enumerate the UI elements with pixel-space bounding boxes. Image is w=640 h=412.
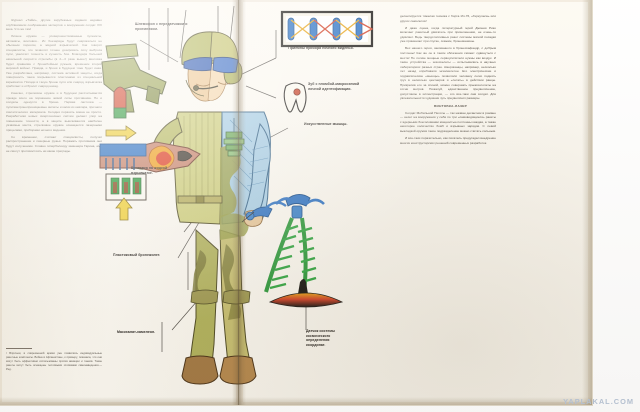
rifle-scope [105,43,139,59]
camo-overlay [220,145,241,218]
label-gps-sensor: Датчик системы космического определения … [306,329,335,347]
footnote-rule [6,348,32,349]
liquid-cells [110,177,142,195]
paragraph: Солдат Мобильной Пехоты — так назван дес… [400,110,496,133]
rifle-grip [145,85,161,105]
pressure-arrow [115,197,133,221]
tooth-diagram [283,82,307,113]
paragraph: десантируется тяжелая техника с борта Ил… [400,14,496,23]
page-right-edge-shadow [582,0,592,405]
belt-buckle [195,195,205,204]
left-text-column: Журнал «Тайм», другие зарубежные издания… [6,18,102,156]
page-bottom-edge-shadow [0,397,592,405]
feed-arrow [105,125,137,141]
soldier-figure [101,31,271,385]
paragraph: И все-таки поразительно, как писатель пр… [400,136,496,145]
microchip-filling [293,88,301,96]
nv-ray-paths [290,19,374,39]
footnote: ¹ Впрочем, в современной армии уже появи… [6,348,102,372]
figure-silhouette [298,279,308,294]
artificial-muscles-diagram [241,194,344,308]
label-night-vision: Приемны прибора ночного виденья. [288,46,354,50]
paragraph: И даже сцена, когда литературный герой Д… [400,25,496,44]
visor-right [212,56,239,74]
visor-left [183,57,213,72]
head-and-helmet [181,31,243,102]
label-tooth-chip: Зуб с пломбой-микросхемой личной идентиф… [308,82,360,91]
paragraph: Конечно, стрелковое оружие и в будущем р… [6,91,102,132]
label-liquid-explosive-rifle: Винтовка на жидкой взрывчатке. [131,166,168,175]
label-artificial-muscles: Искусственные мышцы. [304,122,348,126]
paragraph: Журнал «Тайм», другие зарубежные издания… [6,18,102,32]
paragraph: Со временем, считают специалисты, получа… [6,134,102,153]
label-helmet: Шлемофон с передатчиком и приемником. [135,22,188,31]
rifle-cutaway-diagram [99,86,201,221]
label-plastic-vest: Пластиковый бронежилет. [113,253,161,257]
illustration-svg [99,5,374,385]
chest-module [223,118,245,157]
muscle-hinge [275,194,325,219]
receiver-block [99,143,147,157]
page-gutter-shadow [232,0,246,405]
page-fold-line [238,0,239,405]
section-heading: ВИНТОВКА-ЛАЗЕР [434,103,467,108]
soldier-illustration [99,0,445,402]
night-vision-diagram [280,10,374,48]
landing-dome [268,292,344,308]
watermark: YAPLAKAL.COM [563,397,634,406]
paragraph: Личное оружие — усовершенствованные пуле… [6,34,102,89]
paper-spread: Журнал «Тайм», другие зарубежные издания… [0,0,592,405]
projectile [177,150,193,162]
footnote-text: ¹ Впрочем, в современной армии уже появи… [6,351,102,371]
muscle-strands [264,217,317,293]
legs [181,228,257,385]
paragraph: Вес нашего героя, закованного в бронеска… [400,46,496,101]
right-text-column: десантируется тяжелая техника с борта Ил… [400,14,496,148]
rifle [101,43,167,113]
label-chameleon-suit: Маскхалат-хамелеон. [117,330,156,334]
